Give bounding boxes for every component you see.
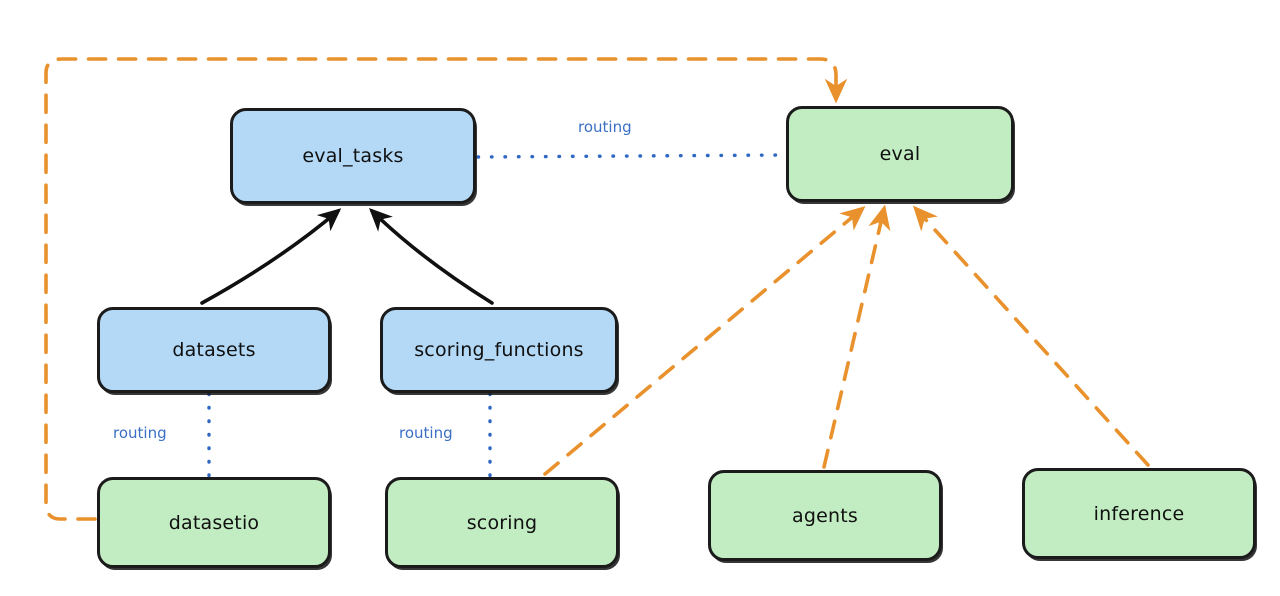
node-label-scoring: scoring <box>466 511 538 534</box>
node-datasetio[interactable]: datasetio <box>97 477 331 568</box>
node-scoring-functions[interactable]: scoring_functions <box>380 307 618 393</box>
node-label-datasets: datasets <box>172 339 256 361</box>
node-label-eval-tasks: eval_tasks <box>302 145 404 167</box>
node-eval[interactable]: eval <box>786 106 1014 202</box>
node-label-scoring-functions: scoring_functions <box>414 339 584 361</box>
edge-label-routing-scoring: routing <box>399 424 453 442</box>
edge-agents-to-eval <box>822 204 891 469</box>
edge-scoring-functions-to-eval-tasks <box>368 208 494 305</box>
node-label-agents: agents <box>792 504 858 527</box>
node-datasets[interactable]: datasets <box>97 307 331 393</box>
edge-datasets-to-eval-tasks <box>200 208 342 305</box>
edge-scoring-to-eval <box>543 206 866 476</box>
edge-label-routing-datasets: routing <box>113 424 167 442</box>
edge-datasetio-to-eval <box>44 57 848 521</box>
node-scoring[interactable]: scoring <box>385 477 619 568</box>
edge-eval-tasks-to-eval <box>476 153 785 159</box>
edge-inference-to-eval <box>912 205 1150 467</box>
node-inference[interactable]: inference <box>1022 468 1256 559</box>
node-label-eval: eval <box>879 143 921 165</box>
node-label-datasetio: datasetio <box>168 511 260 534</box>
node-label-inference: inference <box>1093 502 1185 525</box>
node-agents[interactable]: agents <box>708 470 942 561</box>
node-eval-tasks[interactable]: eval_tasks <box>230 108 476 204</box>
edge-label-routing-eval: routing <box>578 118 632 136</box>
